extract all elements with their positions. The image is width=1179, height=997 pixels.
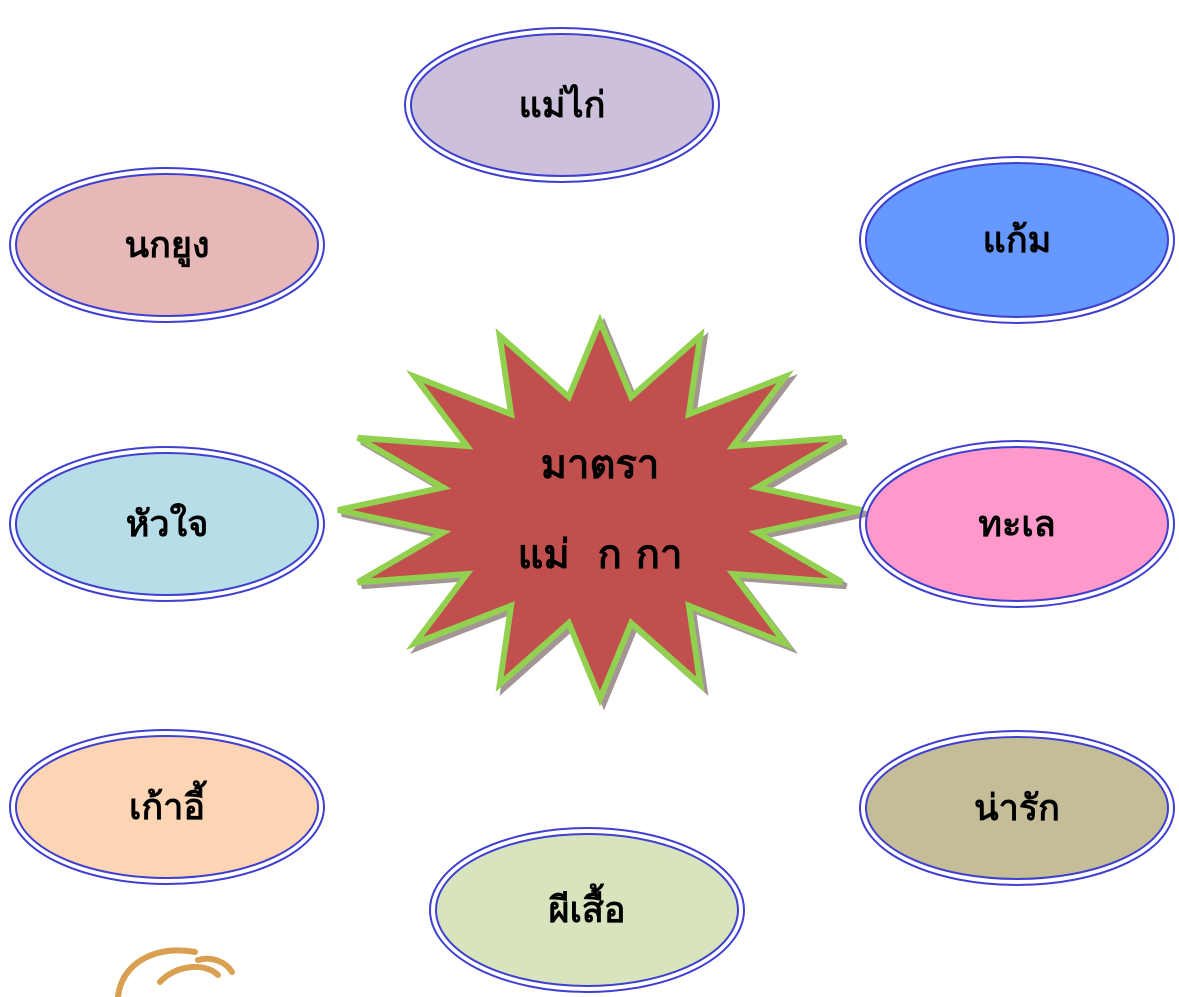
ellipse-fill: [15, 452, 319, 596]
center-title-line-1: มาตรา: [541, 441, 660, 488]
ellipse-outer-ring: [859, 730, 1175, 886]
ellipse-word: นกยูง: [124, 224, 209, 268]
ellipse-upper-right: แก้ม: [859, 156, 1175, 324]
ellipse-word: น่ารัก: [974, 787, 1060, 829]
ellipse-word: แม่ไก่: [519, 83, 606, 126]
ellipse-outer-ring: [9, 167, 325, 323]
ellipse-middle-left: หัวใจ: [9, 446, 325, 602]
ellipse-lower-left: เก้าอี้: [9, 729, 325, 885]
center-title-line-2: แม่ ก กา: [518, 531, 683, 578]
ellipse-outer-ring: [9, 729, 325, 885]
ellipse-word: เก้าอี้: [129, 780, 207, 828]
ellipse-fill: [865, 162, 1169, 318]
ellipse-fill: [15, 173, 319, 317]
ellipse-outer-ring: [404, 27, 720, 183]
ellipse-word: ทะเล: [978, 503, 1055, 545]
ellipse-fill: [435, 833, 739, 987]
ellipse-upper-left: นกยูง: [9, 167, 325, 323]
ellipse-word: หัวใจ: [126, 502, 209, 545]
ellipse-bottom: ผีเสื้อ: [429, 827, 745, 993]
ellipse-top: แม่ไก่: [404, 27, 720, 183]
ellipse-fill: [865, 446, 1169, 602]
ellipse-fill: [15, 735, 319, 879]
starburst-shape: [337, 313, 863, 707]
ellipse-word: ผีเสื้อ: [549, 883, 626, 931]
ellipse-middle-right: ทะเล: [859, 440, 1175, 608]
ellipse-outer-ring: [9, 446, 325, 602]
ellipse-fill: [865, 736, 1169, 880]
ellipse-lower-right: น่ารัก: [859, 730, 1175, 886]
ellipse-fill: [410, 33, 714, 177]
ellipse-word: แก้ม: [983, 219, 1052, 261]
decorative-art-fragment: [115, 947, 235, 997]
ellipse-outer-ring: [859, 156, 1175, 324]
ellipse-outer-ring: [429, 827, 745, 993]
ellipse-outer-ring: [859, 440, 1175, 608]
center-starburst: มาตรา แม่ ก กา: [337, 313, 863, 707]
